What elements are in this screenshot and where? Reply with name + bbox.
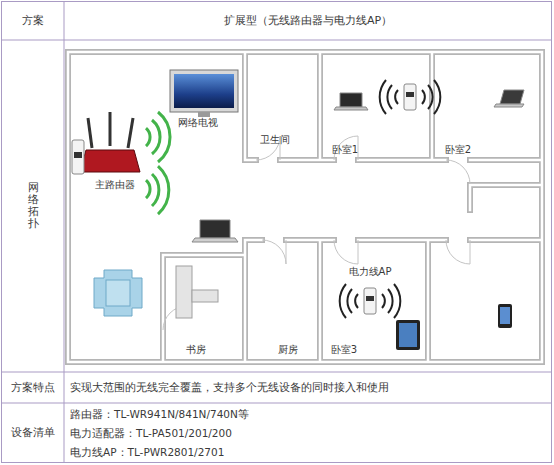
room-label: 卧室1 <box>332 144 358 156</box>
room-label: 卧室3 <box>331 344 357 356</box>
table-header: 扩展型（无线路由器与电力线AP） <box>224 14 392 27</box>
main-router <box>72 112 140 174</box>
table-cell: 电力适配器：TL-PA501/201/200 <box>70 427 232 440</box>
row-header: 方案特点 <box>11 381 55 394</box>
table-cell: 路由器：TL-WR941N/841N/740N等 <box>70 408 249 421</box>
ap-wifi <box>340 284 401 318</box>
table-cell: 电力线AP：TL-PWR2801/2701 <box>70 446 224 459</box>
room-label: 书房 <box>186 344 206 356</box>
device-label: 电力线AP <box>349 266 392 278</box>
network-tv <box>170 70 238 117</box>
powerline-ap <box>364 288 376 314</box>
router-wifi <box>146 112 170 214</box>
laptop <box>192 220 238 242</box>
door-swings <box>163 136 470 330</box>
laptop <box>494 90 524 107</box>
row-header: 网络拓扑 <box>28 182 39 230</box>
device-label: 网络电视 <box>178 117 218 129</box>
table-cell: 实现大范围的无线完全覆盖，支持多个无线设备的同时接入和使用 <box>70 381 389 394</box>
tablet <box>396 320 420 350</box>
room-label: 卧室2 <box>445 144 471 156</box>
device-label: 主路由器 <box>95 179 135 191</box>
phone <box>498 304 512 328</box>
room-label: 厨房 <box>278 344 298 356</box>
table-header: 方案 <box>22 14 44 27</box>
row-header: 设备清单 <box>11 426 55 439</box>
ap-wifi <box>380 80 441 114</box>
walls <box>68 52 542 362</box>
laptop <box>334 93 368 110</box>
dining-table <box>94 270 142 316</box>
study-desk <box>176 266 218 318</box>
room-label: 卫生间 <box>260 134 290 146</box>
powerline-ap <box>404 84 416 110</box>
